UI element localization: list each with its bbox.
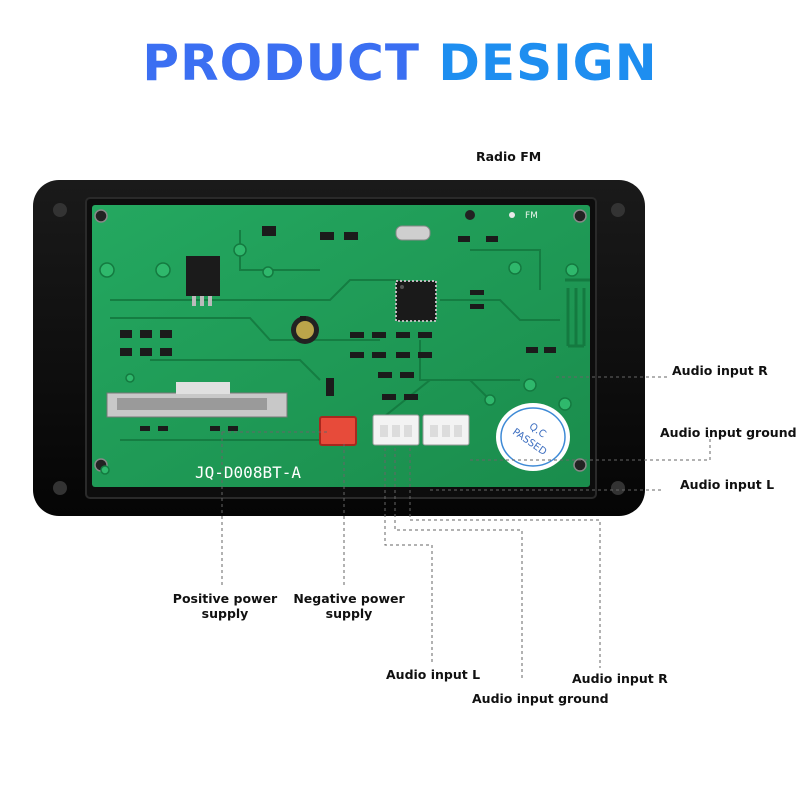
title-word-design: DESIGN: [438, 34, 658, 92]
label-radio-fm: Radio FM: [476, 149, 542, 164]
label-negative-power-line2: supply: [325, 606, 373, 621]
screw-icon: [94, 209, 108, 223]
mount-hole-icon: [611, 481, 625, 495]
label-audio-input-l-right: Audio input L: [680, 477, 775, 492]
screw-icon: [573, 458, 587, 472]
voltage-regulator-icon: [186, 256, 220, 306]
label-negative-power-supply: Negative power supply: [290, 591, 408, 621]
label-audio-input-ground-bottom: Audio input ground: [472, 691, 609, 706]
label-audio-input-r-right: Audio input R: [672, 363, 768, 378]
fm-antenna-pad-icon: [465, 210, 475, 220]
crystal-oscillator-icon: [395, 225, 431, 241]
fm-antenna-label: FM: [525, 211, 538, 221]
screw-icon: [573, 209, 587, 223]
pin-header-icon: [106, 382, 288, 418]
audio-output-connector-icon: [422, 414, 470, 446]
power-connector-icon: [319, 416, 357, 446]
mount-hole-icon: [53, 203, 67, 217]
title-word-product: PRODUCT: [142, 34, 420, 92]
label-negative-power-line1: Negative power: [293, 591, 405, 606]
electrolytic-capacitor-icon: [291, 316, 319, 344]
mount-hole-icon: [53, 481, 67, 495]
label-positive-power-supply: Positive power supply: [162, 591, 288, 621]
label-positive-power-line1: Positive power: [172, 591, 278, 606]
label-audio-input-ground-right: Audio input ground: [660, 425, 797, 440]
board-model-text: JQ-D008BT-A: [195, 463, 301, 482]
pcb-board: FM Q.C PASSED: [92, 205, 590, 487]
page-title: PRODUCT DESIGN: [0, 38, 800, 88]
label-audio-input-l-bottom: Audio input L: [386, 667, 481, 682]
mount-hole-icon: [611, 203, 625, 217]
label-audio-input-r-bottom: Audio input R: [572, 671, 668, 686]
label-positive-power-line2: supply: [201, 606, 249, 621]
bluetooth-antenna-icon: [565, 278, 590, 348]
qc-passed-stamp: Q.C PASSED: [496, 403, 570, 471]
main-chip-icon: [395, 280, 437, 322]
audio-input-connector-icon: [372, 414, 420, 446]
callout-lines: [221, 376, 711, 680]
